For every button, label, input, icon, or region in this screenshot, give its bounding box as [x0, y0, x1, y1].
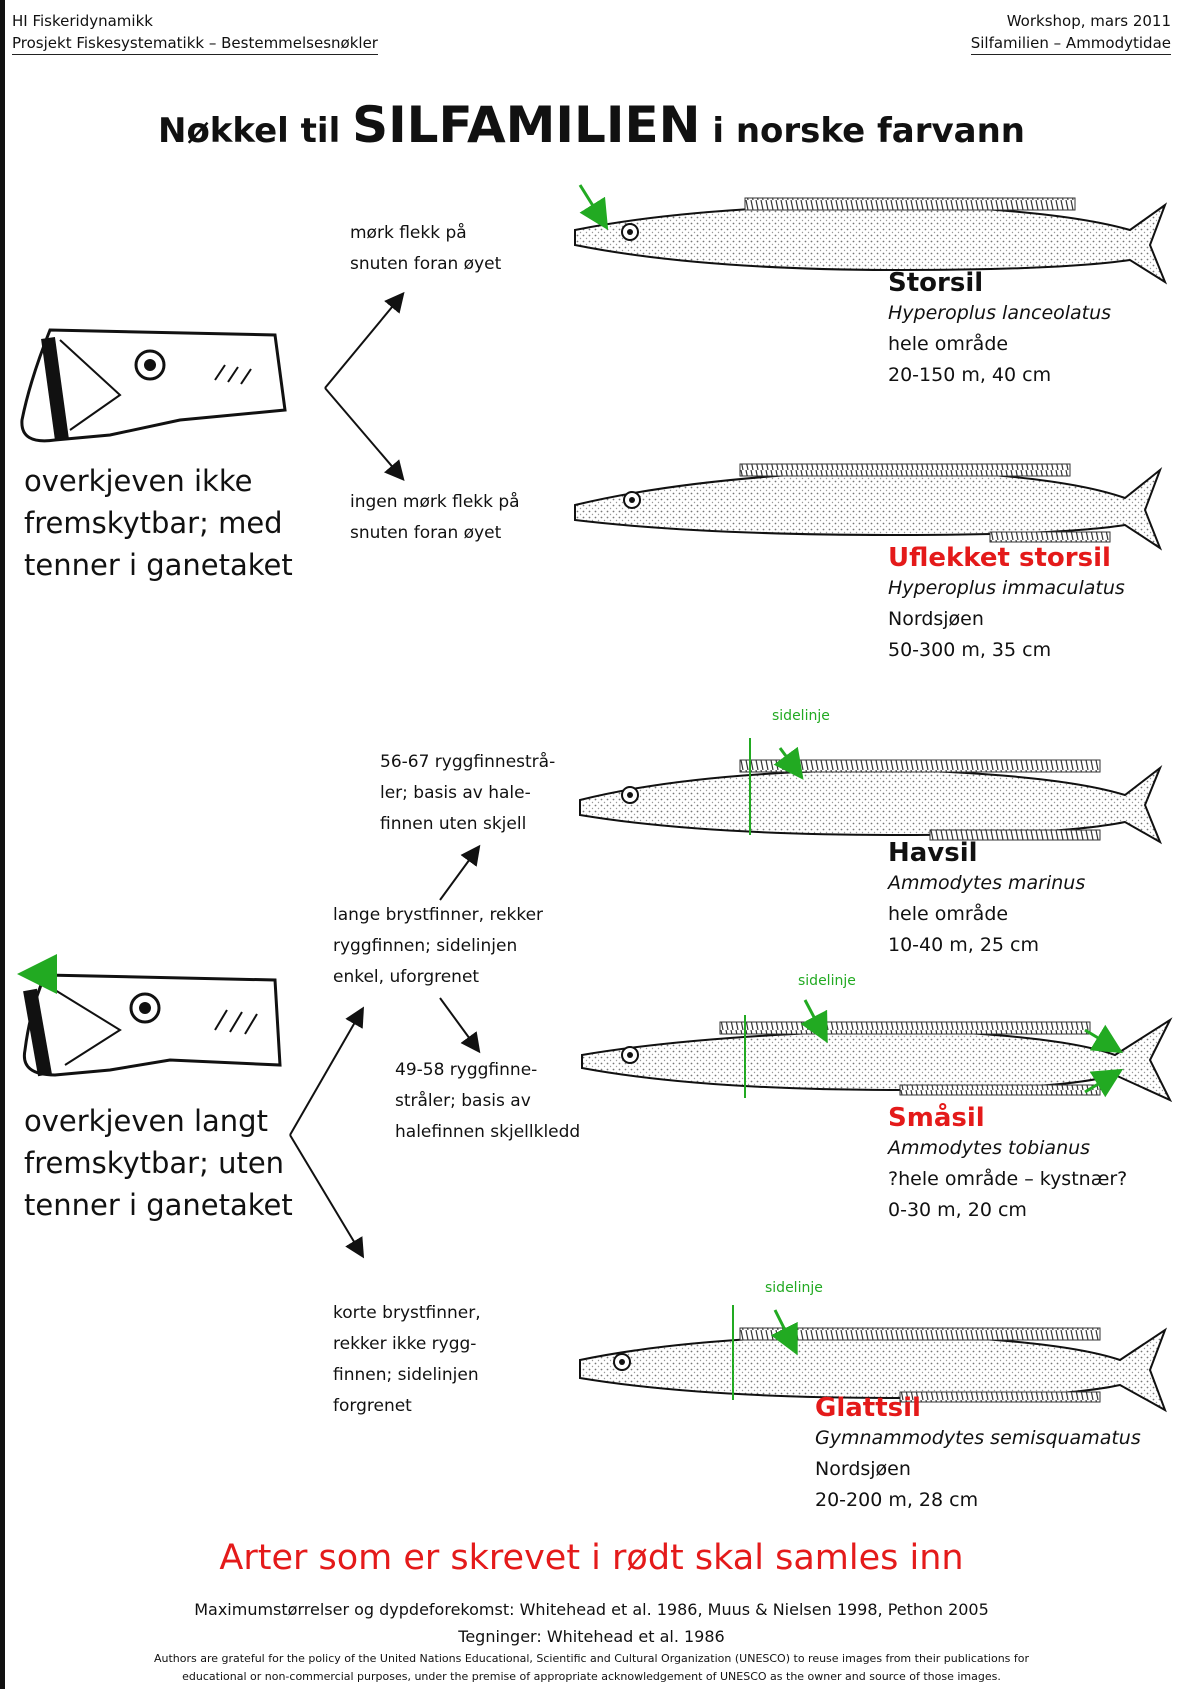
species-smasil: Småsil Ammodytes tobianus ?hele område –…: [888, 1103, 1127, 1226]
species-area: hele område: [888, 899, 1085, 930]
sidelinje-label: sidelinje: [772, 708, 830, 724]
lead-line: halefinnen skjellkledd: [395, 1117, 580, 1148]
species-storsil: Storsil Hyperoplus lanceolatus hele områ…: [888, 268, 1111, 391]
lead-line: lange brystfinner, rekker: [333, 900, 543, 931]
species-latin-name: Hyperoplus lanceolatus: [888, 302, 1111, 324]
lead-line: snuten foran øyet: [350, 518, 520, 549]
species-latin-name: Hyperoplus immaculatus: [888, 577, 1125, 599]
lead-no-dark-spot: ingen mørk flekk på snuten foran øyet: [350, 487, 520, 549]
species-depth-size: 20-150 m, 40 cm: [888, 360, 1111, 391]
group2-desc-line: tenner i ganetaket: [24, 1184, 293, 1226]
species-depth-size: 0-30 m, 20 cm: [888, 1195, 1127, 1226]
lead-dark-spot: mørk flekk på snuten foran øyet: [350, 218, 501, 280]
fish-smasil: [582, 1000, 1170, 1100]
lead-line: ler; basis av hale-: [380, 778, 555, 809]
lead-line: rekker ikke rygg-: [333, 1329, 481, 1360]
lead-short-pectoral: korte brystfinner, rekker ikke rygg- fin…: [333, 1298, 481, 1422]
lead-line: forgrenet: [333, 1391, 481, 1422]
fish-uflekket-storsil: [575, 464, 1160, 548]
lead-long-pectoral: lange brystfinner, rekker ryggfinnen; si…: [333, 900, 543, 993]
species-depth-size: 20-200 m, 28 cm: [815, 1485, 1141, 1516]
species-area: hele område: [888, 329, 1111, 360]
head-drawing-protrusible-jaw: [24, 975, 280, 1075]
lead-56-67-rays: 56-67 ryggfinnestrå- ler; basis av hale-…: [380, 747, 555, 840]
footer-drawings: Tegninger: Whitehead et al. 1986: [0, 1627, 1183, 1646]
species-common-name: Havsil: [888, 838, 1085, 868]
head-drawing-fixed-jaw: [22, 330, 285, 441]
lead-line: stråler; basis av: [395, 1086, 580, 1117]
group1-desc-line: tenner i ganetaket: [24, 544, 293, 586]
species-common-name: Uflekket storsil: [888, 543, 1125, 573]
species-common-name: Småsil: [888, 1103, 1127, 1133]
lead-line: ryggfinnen; sidelinjen: [333, 931, 543, 962]
species-uflekket-storsil: Uflekket storsil Hyperoplus immaculatus …: [888, 543, 1125, 666]
lead-49-58-rays: 49-58 ryggfinne- stråler; basis av halef…: [395, 1055, 580, 1148]
species-area: Nordsjøen: [815, 1454, 1141, 1485]
lead-line: korte brystfinner,: [333, 1298, 481, 1329]
species-common-name: Storsil: [888, 268, 1111, 298]
species-latin-name: Ammodytes marinus: [888, 872, 1085, 894]
species-glattsil: Glattsil Gymnammodytes semisquamatus Nor…: [815, 1393, 1141, 1516]
group2-desc-line: overkjeven langt: [24, 1100, 293, 1142]
lead-line: ingen mørk flekk på: [350, 487, 520, 518]
species-depth-size: 10-40 m, 25 cm: [888, 930, 1085, 961]
group1-desc-line: overkjeven ikke: [24, 460, 293, 502]
fish-havsil: [580, 738, 1160, 842]
lead-line: finnen uten skjell: [380, 809, 555, 840]
species-latin-name: Gymnammodytes semisquamatus: [815, 1427, 1141, 1449]
lead-line: 56-67 ryggfinnestrå-: [380, 747, 555, 778]
species-depth-size: 50-300 m, 35 cm: [888, 635, 1125, 666]
lead-line: finnen; sidelinjen: [333, 1360, 481, 1391]
sidelinje-label: sidelinje: [765, 1280, 823, 1296]
lead-line: snuten foran øyet: [350, 249, 501, 280]
footer-ack-1: Authors are grateful for the policy of t…: [0, 1652, 1183, 1665]
group2-desc-line: fremskytbar; uten: [24, 1142, 293, 1184]
lead-line: enkel, uforgrenet: [333, 962, 543, 993]
group1-desc-line: fremskytbar; med: [24, 502, 293, 544]
species-latin-name: Ammodytes tobianus: [888, 1137, 1090, 1159]
species-common-name: Glattsil: [815, 1393, 1141, 1423]
lead-line: mørk flekk på: [350, 218, 501, 249]
footer-sources: Maximumstørrelser og dypdeforekomst: Whi…: [0, 1600, 1183, 1619]
collect-note: Arter som er skrevet i rødt skal samles …: [0, 1538, 1183, 1578]
lead-line: 49-58 ryggfinne-: [395, 1055, 580, 1086]
species-area: Nordsjøen: [888, 604, 1125, 635]
group2-description: overkjeven langt fremskytbar; uten tenne…: [24, 1100, 293, 1226]
group1-description: overkjeven ikke fremskytbar; med tenner …: [24, 460, 293, 586]
species-area: ?hele område – kystnær?: [888, 1164, 1127, 1195]
sidelinje-label: sidelinje: [798, 973, 856, 989]
species-havsil: Havsil Ammodytes marinus hele område 10-…: [888, 838, 1085, 961]
footer-ack-2: educational or non-commercial purposes, …: [0, 1670, 1183, 1683]
